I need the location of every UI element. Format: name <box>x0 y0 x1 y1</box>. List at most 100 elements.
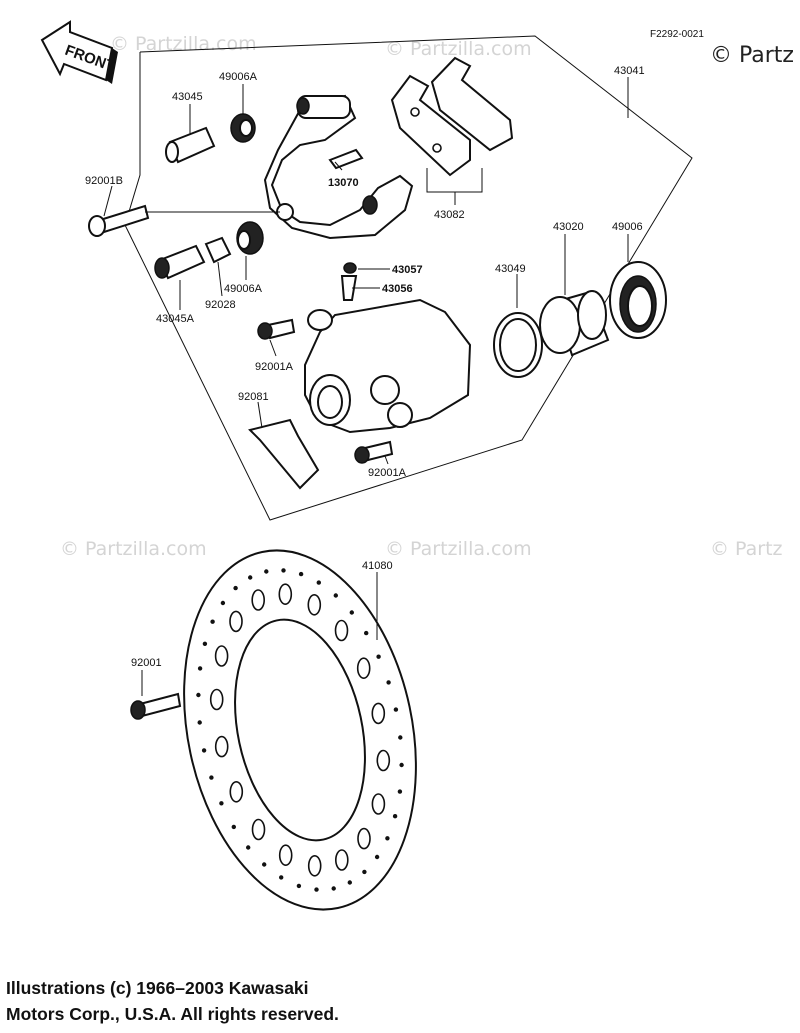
pin-43045a <box>154 244 206 280</box>
disc-hole <box>334 849 349 871</box>
callout-43045: 43045 <box>172 91 203 103</box>
disc-dot <box>281 568 286 573</box>
callout-92001b: 92001B <box>85 175 123 187</box>
disc-dot <box>210 619 215 624</box>
callout-49006: 49006 <box>612 221 643 233</box>
piston-43020 <box>539 290 610 357</box>
disc-hole <box>376 749 391 772</box>
diagram-code: F2292-0021 <box>650 29 704 40</box>
disc-dot <box>398 735 403 740</box>
disc-dot <box>219 801 224 806</box>
disc-holes <box>196 568 404 892</box>
assembly-outline <box>124 35 693 521</box>
watermark: © Partzilla.com <box>110 33 257 55</box>
copyright-line-2: Motors Corp., U.S.A. All rights reserved… <box>6 1004 339 1024</box>
disc-hole <box>209 688 224 711</box>
disc-dot <box>364 630 369 636</box>
callouts: 43041 43045 49006A 13070 43082 92001B 43… <box>85 65 645 669</box>
callout-43045a: 43045A <box>156 313 195 325</box>
disc-hole <box>214 645 229 667</box>
disc-hole <box>371 702 386 725</box>
sleeve-92028 <box>204 236 232 264</box>
callout-49006a-low: 49006A <box>224 283 263 295</box>
disc-dot <box>349 610 354 615</box>
bleeder-valve <box>340 262 358 301</box>
callout-92001a-top: 92001A <box>255 361 294 373</box>
front-arrow-icon: FRONT <box>40 20 118 84</box>
pin-43045 <box>165 126 216 164</box>
disc-hole <box>357 827 371 850</box>
caliper-bracket <box>263 94 414 240</box>
disc-dot <box>376 654 381 659</box>
pad-spring <box>328 148 364 170</box>
boot-49006a-low <box>236 221 264 255</box>
disc-hole <box>229 780 244 803</box>
disc-hole <box>334 619 349 642</box>
disc-dot <box>209 775 214 780</box>
disc-hole <box>307 593 322 616</box>
watermark: © Partzilla.com <box>60 538 207 560</box>
disc-dot <box>362 869 367 875</box>
watermark-large: © Partz <box>710 43 794 68</box>
disc-dot <box>385 836 390 841</box>
disc-dot <box>197 666 203 671</box>
watermark: © Partz <box>710 538 783 560</box>
callout-43020: 43020 <box>553 221 584 233</box>
disc-hole <box>371 793 386 815</box>
disc-dot <box>262 862 267 867</box>
disc-dot <box>316 580 321 585</box>
brake-pads <box>390 56 514 177</box>
disc-dot <box>220 600 226 606</box>
watermark: © Partzilla.com <box>385 38 532 60</box>
caliper-body <box>304 298 472 434</box>
disc-hole <box>278 583 293 606</box>
disc-dot <box>296 883 302 889</box>
disc-dot <box>374 854 380 860</box>
copyright-notice: Illustrations (c) 1966–2003 Kawasaki Mot… <box>6 975 426 1027</box>
disc-dot <box>399 762 404 768</box>
disc-dot <box>298 571 304 577</box>
callout-43057: 43057 <box>392 264 423 276</box>
disc-dot <box>197 720 202 725</box>
callout-92001a-low: 92001A <box>368 467 407 479</box>
brake-disc <box>183 549 417 911</box>
callout-92001: 92001 <box>131 657 162 669</box>
disc-hole <box>251 589 266 611</box>
watermarks: © Partzilla.com © Partzilla.com © Partzi… <box>60 33 794 560</box>
callout-43082: 43082 <box>434 209 465 221</box>
disc-dot <box>233 585 238 591</box>
disc-dot <box>333 593 338 598</box>
callout-13070: 13070 <box>328 177 359 189</box>
disc-dot <box>231 824 236 830</box>
boot-49006 <box>609 261 667 339</box>
disc-hole <box>278 844 293 867</box>
callout-92081: 92081 <box>238 391 269 403</box>
callout-43056: 43056 <box>382 283 413 295</box>
disc-dot <box>386 680 391 685</box>
disc-hole <box>214 735 229 758</box>
callout-43041: 43041 <box>614 65 645 77</box>
disc-dot <box>279 875 284 880</box>
bolt-92001a-top <box>257 318 296 340</box>
disc-dot <box>393 707 399 712</box>
disc-hole <box>356 657 371 680</box>
callout-41080: 41080 <box>362 560 393 572</box>
clip-92081 <box>248 418 320 490</box>
callout-43049: 43049 <box>495 263 526 275</box>
disc-dot <box>331 886 336 891</box>
disc-dot <box>201 748 207 753</box>
disc-dot <box>314 887 319 892</box>
disc-dot <box>248 575 253 580</box>
disc-dot <box>392 814 398 819</box>
leader-lines <box>103 77 629 696</box>
bolt-92001a-low <box>354 440 394 464</box>
disc-dot <box>246 845 251 850</box>
disc-dot <box>397 789 403 794</box>
watermark: © Partzilla.com <box>385 538 532 560</box>
boot-49006a-top <box>230 113 256 143</box>
callout-92028: 92028 <box>205 299 236 311</box>
disc-dot <box>264 569 269 574</box>
seal-43049 <box>493 312 543 378</box>
callout-49006a-top: 49006A <box>219 71 258 83</box>
